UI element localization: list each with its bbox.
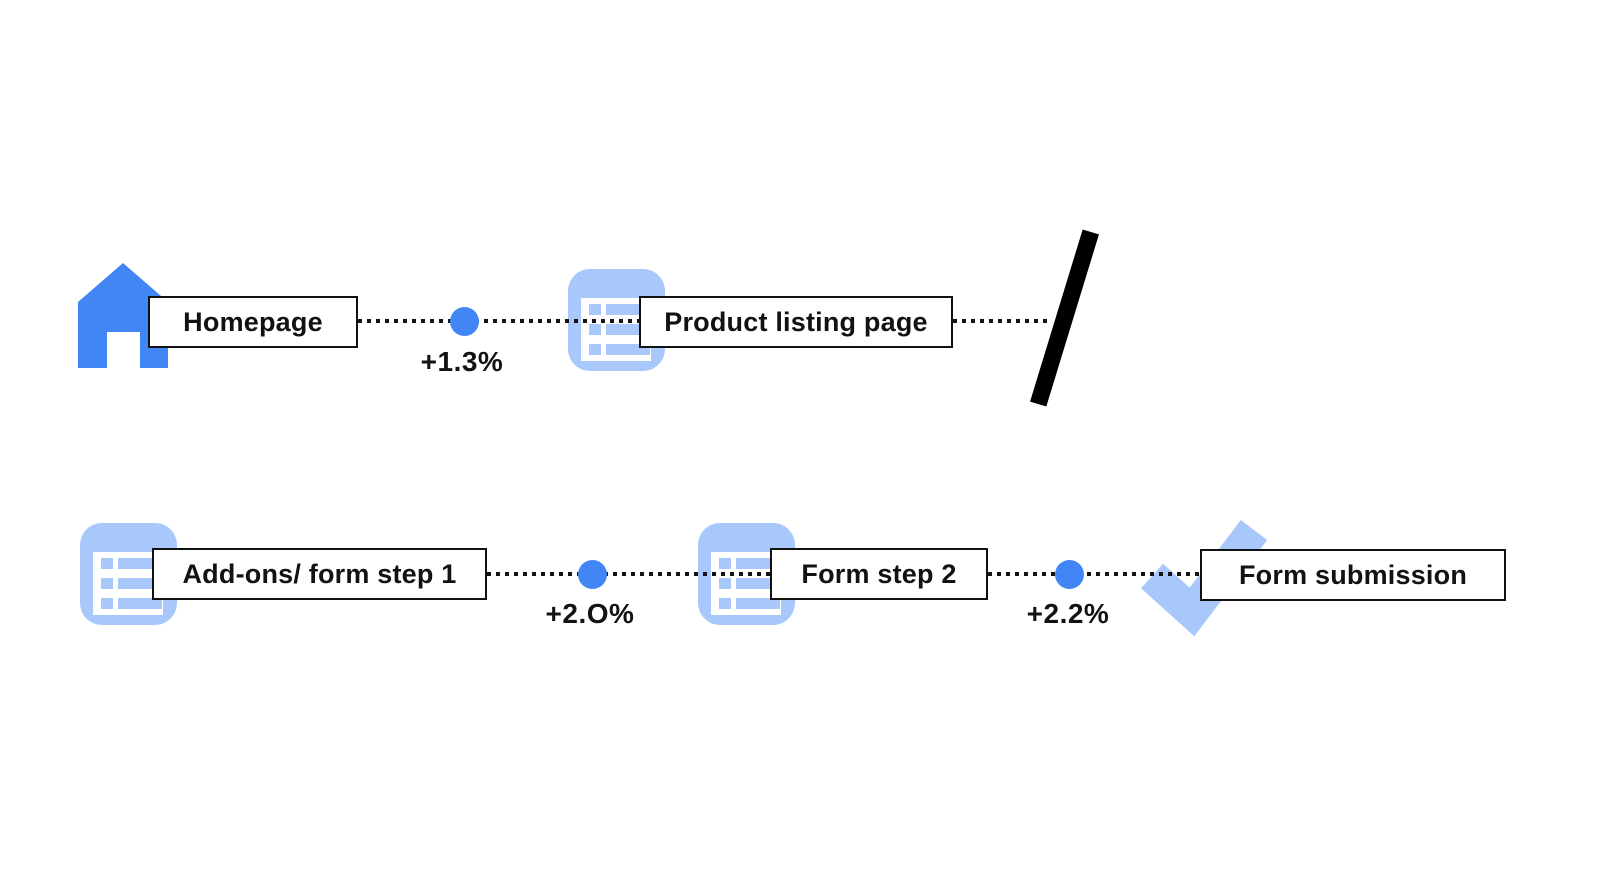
list-row — [589, 344, 651, 355]
node-label-form-step-2: Form step 2 — [770, 548, 988, 600]
list-row — [589, 304, 651, 315]
list-row — [101, 598, 163, 609]
list-bullet — [589, 304, 601, 315]
dotted-connector — [358, 319, 639, 323]
node-label-addons-form-step-1: Add-ons/ form step 1 — [152, 548, 487, 600]
list-bar — [606, 304, 650, 315]
list-bullet — [589, 344, 601, 355]
home-icon — [78, 263, 168, 368]
list-bullet — [719, 578, 731, 589]
transition-dot — [450, 307, 479, 336]
transition-delta: +2.O% — [545, 598, 635, 629]
list-bullet — [101, 558, 113, 569]
list-bar — [606, 324, 650, 335]
list-row — [101, 578, 163, 589]
transition-delta: +1.3% — [420, 346, 504, 377]
list-bar — [118, 598, 162, 609]
list-bar — [736, 598, 780, 609]
dotted-connector — [953, 319, 1050, 323]
transition-dot — [1055, 560, 1084, 589]
dotted-connector — [487, 572, 770, 576]
list-icon-rows — [581, 298, 651, 361]
transition-delta: +2.2% — [1026, 598, 1110, 629]
list-bullet — [719, 558, 731, 569]
list-bullet — [101, 578, 113, 589]
node-label-homepage: Homepage — [148, 296, 358, 348]
list-bar — [736, 558, 780, 569]
list-icon-rows — [93, 552, 163, 615]
list-icon-rows — [711, 552, 781, 615]
list-bar — [118, 558, 162, 569]
transition-dot — [578, 560, 607, 589]
node-label-form-submission: Form submission — [1200, 549, 1506, 601]
list-bar — [736, 578, 780, 589]
list-row — [719, 598, 781, 609]
list-row — [719, 558, 781, 569]
list-bar — [118, 578, 162, 589]
slash-break-marker — [1030, 229, 1099, 407]
list-bullet — [101, 598, 113, 609]
list-row — [589, 324, 651, 335]
list-icon — [80, 523, 177, 625]
list-row — [719, 578, 781, 589]
list-bar — [606, 344, 650, 355]
list-bullet — [589, 324, 601, 335]
list-row — [101, 558, 163, 569]
node-label-product-listing-page: Product listing page — [639, 296, 953, 348]
list-bullet — [719, 598, 731, 609]
dotted-connector — [988, 572, 1200, 576]
